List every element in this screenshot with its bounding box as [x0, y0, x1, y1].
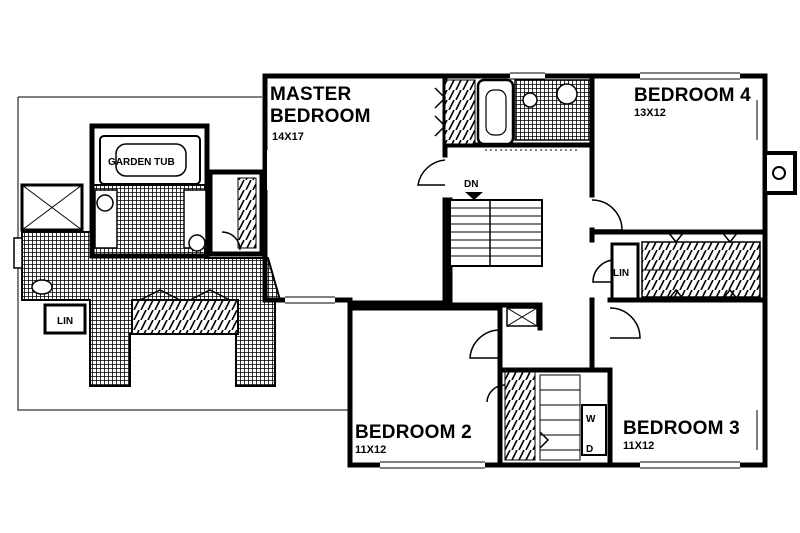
bedroom4-closet: LIN	[610, 231, 761, 301]
staircase: DN	[449, 179, 543, 327]
sink-right	[188, 234, 206, 252]
toilet	[31, 279, 53, 295]
laundry-area: W D	[504, 371, 607, 461]
linen-left-label: LIN	[57, 316, 73, 327]
garden-tub-label: GARDEN TUB	[108, 157, 175, 168]
doors	[417, 159, 641, 403]
sink-left	[96, 194, 114, 212]
master-bedroom-size: 14X17	[272, 131, 304, 143]
master-bath-wing: LIN GARDEN TUB	[13, 96, 350, 411]
bedroom3-size: 11X12	[623, 440, 654, 452]
room-labels: MASTER BEDROOM 14X17 BEDROOM 4 13X12 BED…	[270, 84, 751, 456]
vanity-closet-rod	[131, 299, 239, 335]
bedroom2-size: 11X12	[355, 444, 386, 456]
bath-sink	[556, 83, 578, 105]
linen-closet-left	[43, 303, 87, 335]
main-walls	[262, 72, 797, 469]
dryer-label: D	[586, 444, 593, 455]
walk-in-closet-hanging	[237, 177, 257, 249]
bedroom4-label: BEDROOM 4	[634, 85, 751, 106]
chimney	[763, 151, 797, 195]
bath-toilet	[522, 92, 538, 108]
bedroom4-size: 13X12	[634, 107, 666, 119]
linen-closet-right	[610, 242, 640, 301]
master-bedroom-label-1: MASTER	[270, 84, 352, 105]
bedroom2-label: BEDROOM 2	[355, 422, 472, 443]
bedroom3-label: BEDROOM 3	[623, 418, 740, 439]
hall-bath	[434, 78, 591, 151]
stair-down-arrow	[465, 192, 483, 200]
washer-label: W	[586, 414, 596, 425]
linen-right-label: LIN	[613, 268, 629, 279]
master-closet	[292, 250, 293, 251]
stair-down-label: DN	[464, 179, 478, 190]
master-bedroom-label-2: BEDROOM	[270, 106, 371, 127]
